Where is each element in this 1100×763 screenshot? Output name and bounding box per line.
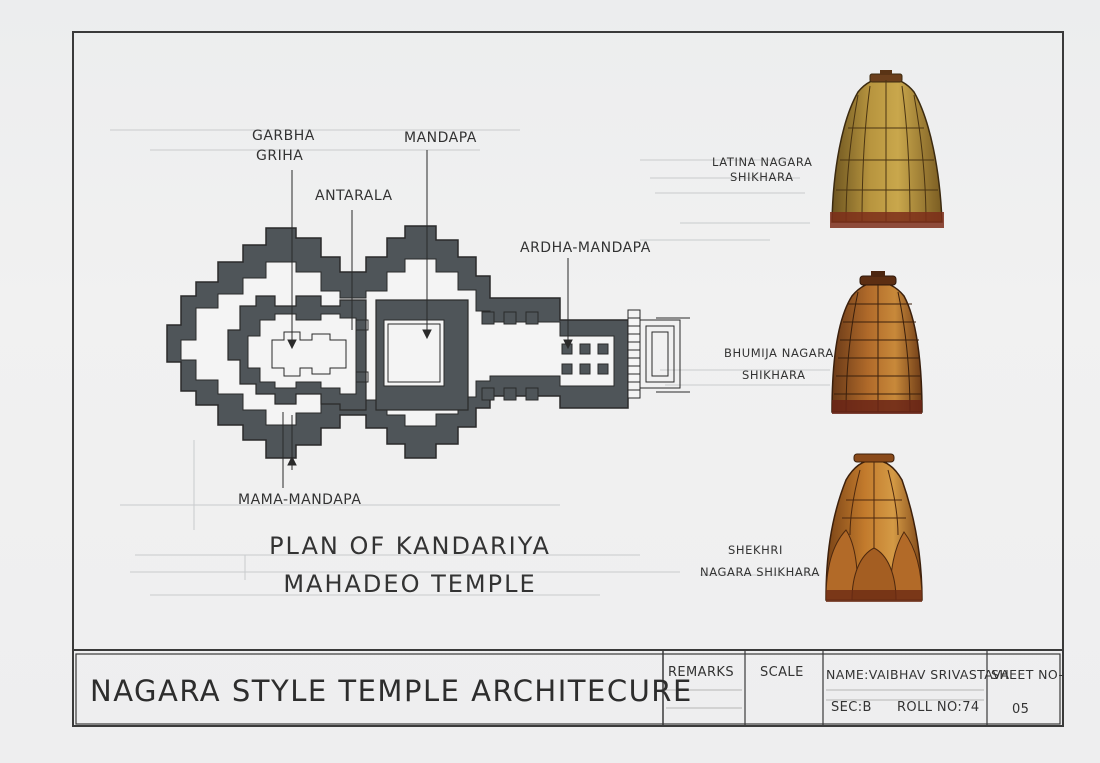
sheet-number-label: SHEET NO- [991,667,1064,682]
sheet-main-title: NAGARA STYLE TEMPLE ARCHITECURE [90,674,693,708]
shekhri-label-line1: SHEKHRI [728,543,783,557]
latina-label-line1: LATINA NAGARA [712,155,813,169]
section-label: SEC:B [831,700,872,715]
scale-label: SCALE [760,665,804,680]
plan-garbha-griha [271,319,369,383]
remarks-label: REMARKS [668,665,734,680]
name-label: NAME:VAIBHAV SRIVASTAVA [826,667,1010,682]
label-garbha: GARBHA [252,128,315,144]
label-antarala: ANTARALA [315,188,393,204]
plan-title-line1: PLAN OF KANDARIYA [269,532,551,560]
plan-title-line2: MAHADEO TEMPLE [283,570,537,598]
latina-shikhara [830,70,944,228]
label-mandapa: MANDAPA [404,130,477,146]
plan-entrance-steps [627,309,690,399]
shekhri-label-line2: NAGARA SHIKHARA [700,565,820,579]
plan-leader-lines [282,150,573,488]
shekhri-shikhara [825,453,923,602]
sheet-number-value: 05 [1012,702,1030,717]
roll-number-label: ROLL NO:74 [897,700,980,715]
label-maha-mandapa: MAMA-MANDAPA [238,492,362,508]
bhumija-label-line2: SHIKHARA [742,368,806,382]
bhumija-label-line1: BHUMIJA NAGARA [724,346,834,360]
label-ardha-mandapa: ARDHA-MANDAPA [520,240,651,256]
latina-label-line2: SHIKHARA [730,170,794,184]
plan-ardha-mandapa-pillars [481,311,609,401]
bhumija-shikhara [831,271,923,414]
sheet-border [72,31,1064,727]
label-griha: GRIHA [256,148,304,164]
